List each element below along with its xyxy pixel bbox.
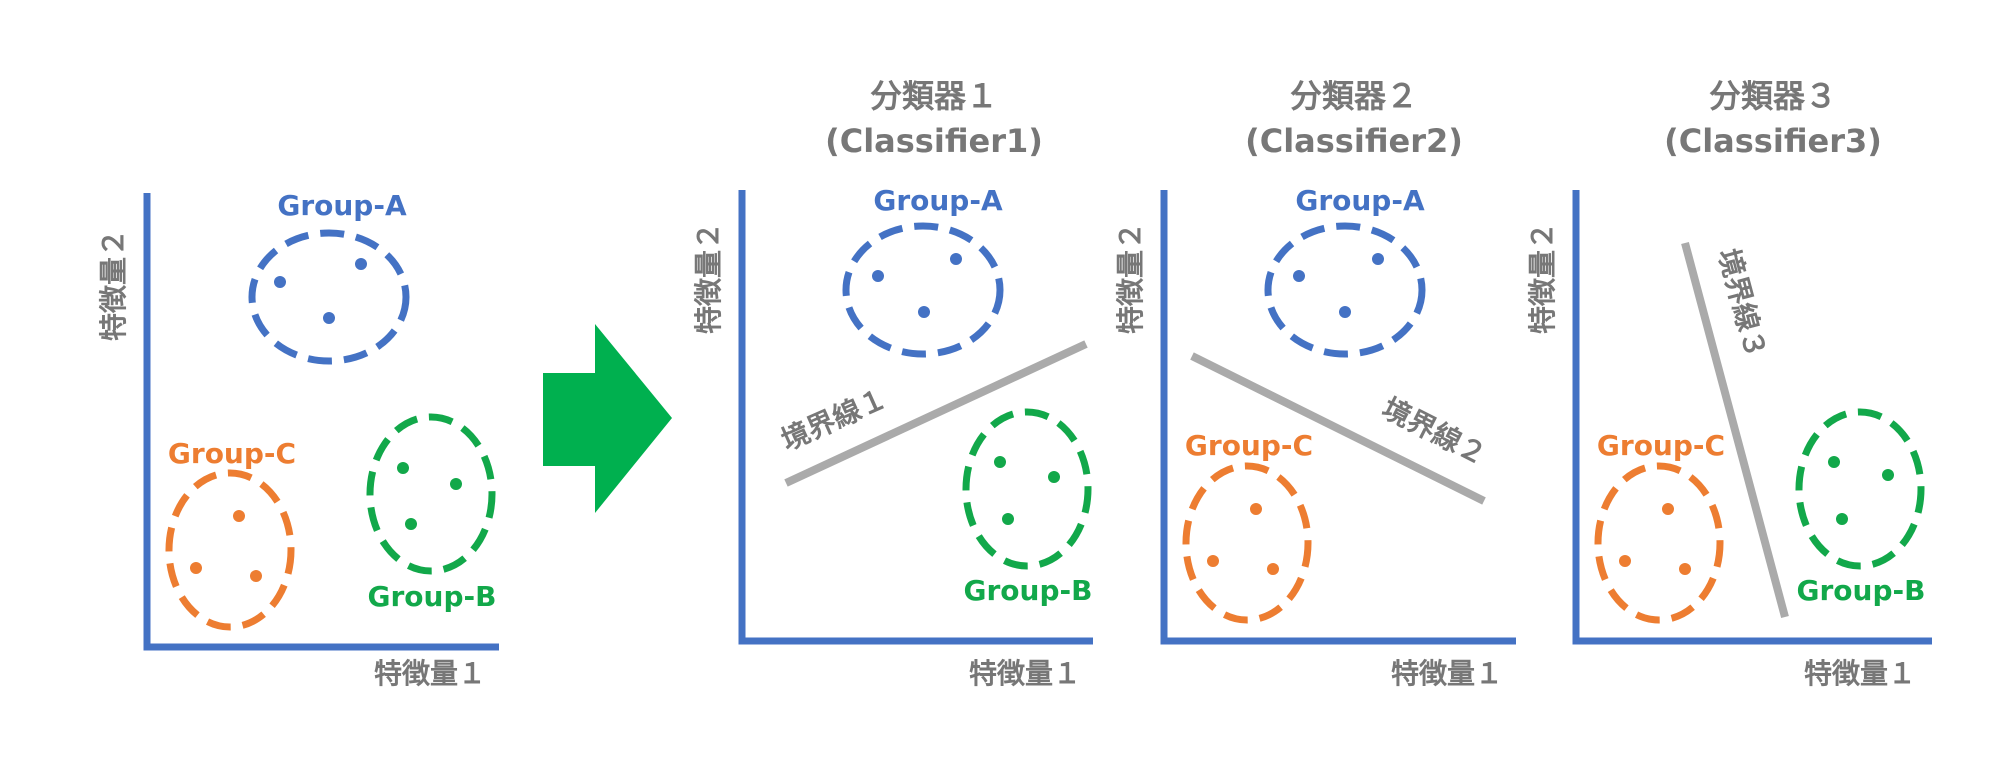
axes — [1572, 190, 1932, 645]
axes — [1160, 190, 1516, 645]
y-axis-label: 特徴量２ — [97, 229, 130, 341]
group-b-point — [1882, 469, 1894, 481]
x-axis-label: 特徴量１ — [1804, 657, 1916, 690]
group-a-point — [355, 258, 367, 270]
right-arrow-icon — [543, 324, 672, 513]
x-axis-label: 特徴量１ — [1391, 657, 1503, 690]
panel-classifier-3: 分類器３ (Classifier3) 特徴量２ 特徴量１ 境界線３ Group-… — [1526, 77, 1932, 690]
classifier-1-title: 分類器１ — [870, 77, 998, 115]
group-b-cluster — [366, 413, 496, 575]
classifier-2-title: 分類器２ — [1290, 77, 1418, 115]
classifier-3-title: 分類器３ — [1709, 77, 1837, 115]
group-c-point — [250, 570, 262, 582]
group-a-point — [872, 270, 884, 282]
group-c-cluster — [1182, 462, 1312, 624]
classifier-2-title-en: (Classifier2) — [1245, 122, 1463, 160]
boundary-line-2 — [1190, 352, 1486, 505]
y-axis-label: 特徴量２ — [692, 222, 725, 334]
group-a-cluster — [248, 229, 410, 365]
y-axis-label: 特徴量２ — [1526, 222, 1559, 334]
panel-classifier-2: 分類器２ (Classifier2) 特徴量２ 特徴量１ Group-A 境界線… — [1114, 77, 1516, 690]
group-c-label: Group-C — [168, 437, 296, 470]
group-b-label: Group-B — [1797, 574, 1926, 607]
group-a-label: Group-A — [1295, 184, 1425, 217]
group-c-label: Group-C — [1597, 429, 1725, 462]
group-a-label: Group-A — [277, 189, 407, 222]
group-a-cluster — [1264, 222, 1426, 358]
group-c-point — [1250, 503, 1262, 515]
group-a-point — [1372, 253, 1384, 265]
group-a-point — [1339, 306, 1351, 318]
group-c-point — [1207, 555, 1219, 567]
classifier-1-title-en: (Classifier1) — [825, 122, 1043, 160]
group-b-point — [405, 518, 417, 530]
group-b-point — [1048, 471, 1060, 483]
group-a-point — [1293, 270, 1305, 282]
group-c-point — [1679, 563, 1691, 575]
boundary-line-1 — [784, 340, 1088, 487]
group-b-point — [450, 478, 462, 490]
axes — [143, 193, 499, 651]
axes — [738, 190, 1093, 645]
group-b-point — [1836, 513, 1848, 525]
group-c-point — [233, 510, 245, 522]
group-b-label: Group-B — [964, 574, 1093, 607]
group-c-cluster — [1594, 462, 1724, 624]
group-a-point — [950, 253, 962, 265]
group-a-label: Group-A — [873, 184, 1003, 217]
group-c-point — [1267, 563, 1279, 575]
group-b-point — [994, 456, 1006, 468]
classifier-3-title-en: (Classifier3) — [1664, 122, 1882, 160]
group-b-point — [1828, 456, 1840, 468]
boundary-line-3 — [1681, 241, 1789, 619]
boundary-label-3: 境界線３ — [1712, 245, 1773, 362]
group-a-point — [918, 306, 930, 318]
group-b-cluster — [1795, 408, 1925, 570]
panel-input: 特徴量２ 特徴量１ Group-A Group-C Group-B — [97, 189, 499, 690]
group-c-label: Group-C — [1185, 429, 1313, 462]
x-axis-label: 特徴量１ — [969, 657, 1081, 690]
group-a-cluster — [842, 222, 1004, 358]
panel-classifier-1: 分類器１ (Classifier1) 特徴量２ 特徴量１ Group-A 境界線… — [692, 77, 1093, 690]
group-b-label: Group-B — [368, 580, 497, 613]
y-axis-label: 特徴量２ — [1114, 222, 1147, 334]
group-b-point — [397, 462, 409, 474]
x-axis-label: 特徴量１ — [374, 657, 486, 690]
group-a-point — [274, 276, 286, 288]
group-c-point — [190, 562, 202, 574]
group-c-cluster — [165, 469, 295, 631]
group-b-point — [1002, 513, 1014, 525]
group-c-point — [1662, 503, 1674, 515]
group-c-point — [1619, 555, 1631, 567]
group-b-cluster — [962, 408, 1092, 570]
group-a-point — [323, 312, 335, 324]
